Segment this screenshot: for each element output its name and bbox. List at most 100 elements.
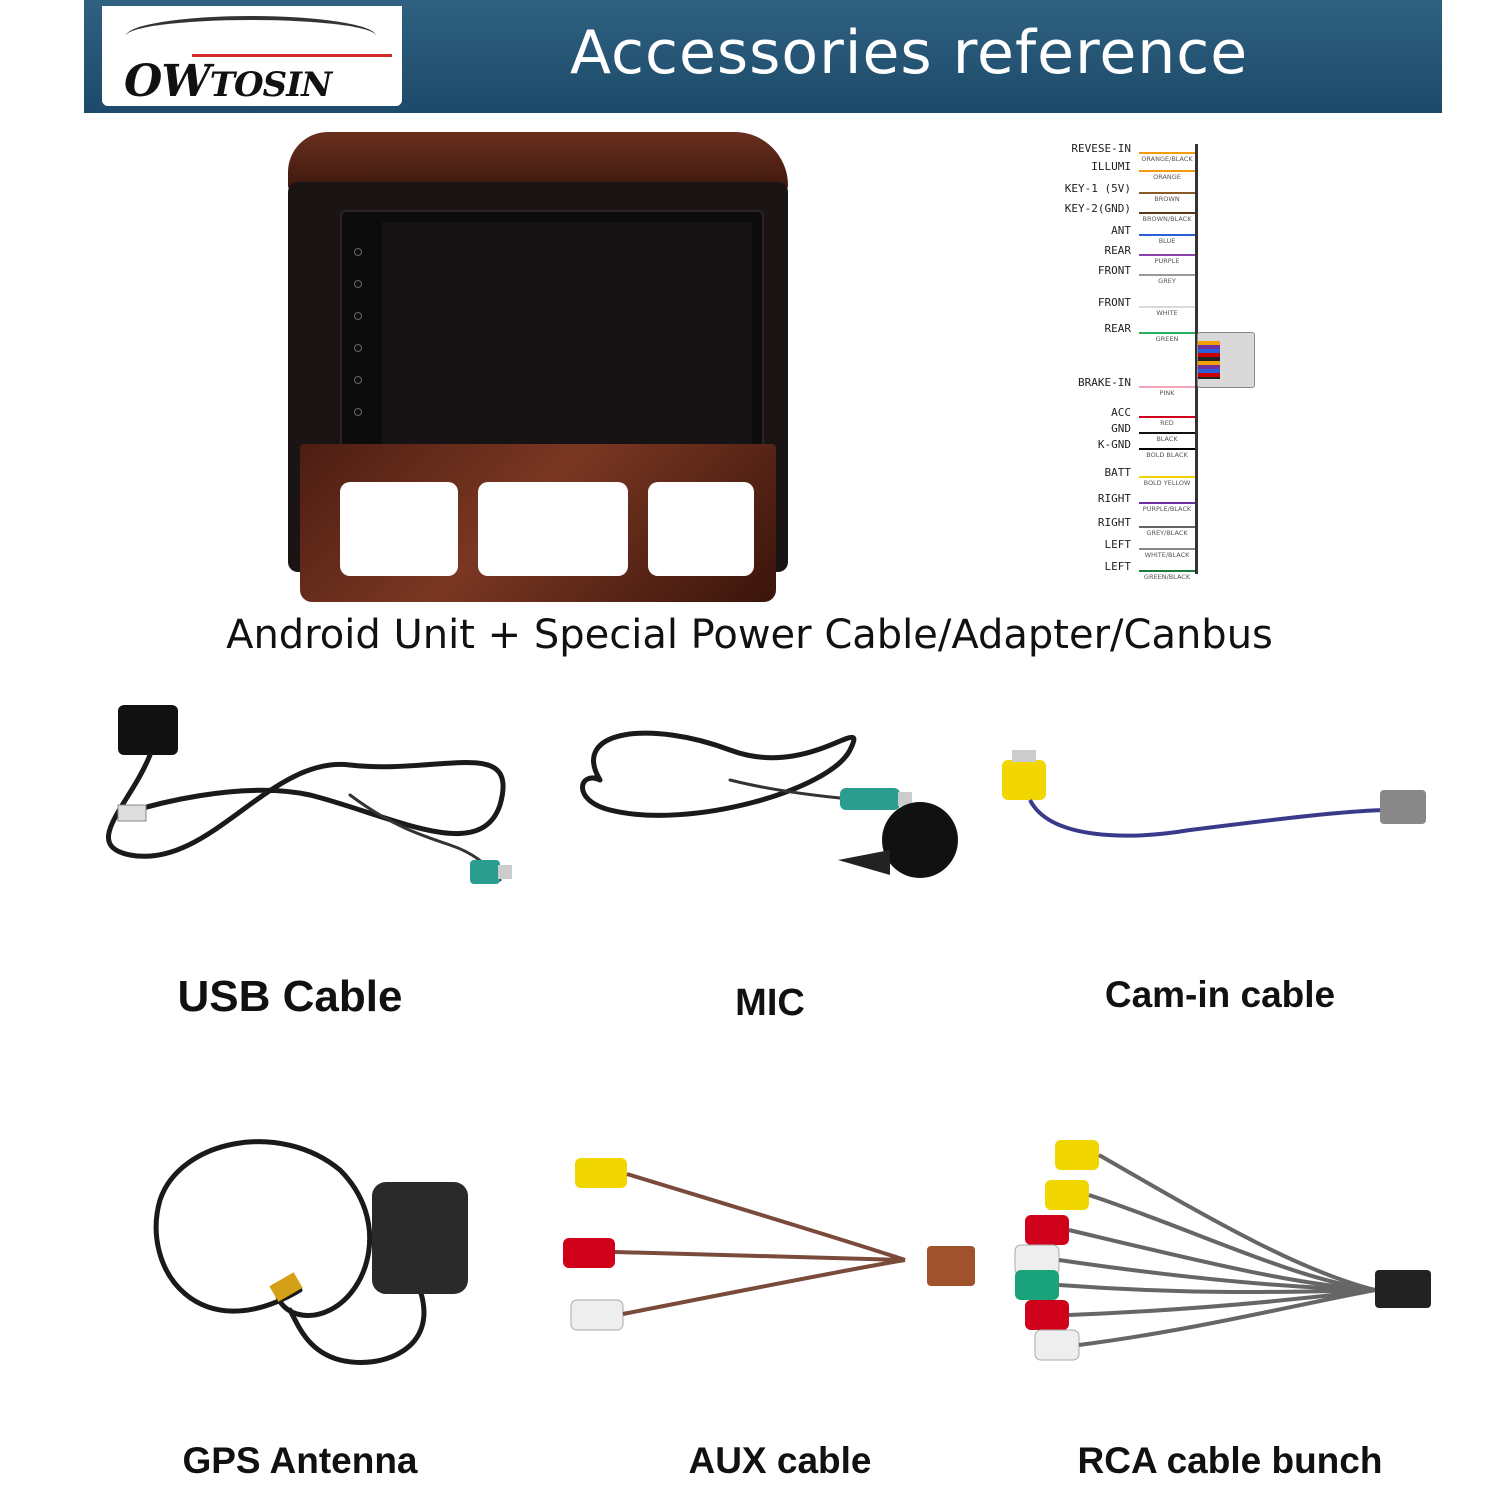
wire-label: ACC [1111,406,1131,419]
wire-label: RIGHT [1097,492,1131,505]
wire-line [1139,192,1195,194]
usb-small-connector [117,804,147,822]
usb-rca-plug [470,860,500,884]
caption-usb-cable: USB Cable [177,972,403,1021]
wire-label: REAR [1104,244,1132,257]
back-button-icon [354,312,362,320]
wire-label: FRONT [1097,264,1131,277]
caption-rca-cable-bunch: RCA cable bunch [1077,1440,1383,1481]
wire-line [1139,386,1195,388]
wire-color-name: GREY [1158,277,1176,285]
cam-plug-tip [1012,750,1036,762]
usb-cable-image [105,705,512,884]
caption-cam-in-cable: Cam-in cable [1104,974,1336,1015]
rca-red-plug-1 [1025,1215,1069,1245]
harness-connector [1197,332,1255,388]
power-button-icon [354,248,362,256]
cam-rca-plug [1002,760,1046,800]
gps-antenna-image [153,1139,468,1365]
cam-connector [1380,790,1426,824]
car-silhouette-icon [126,16,376,56]
wire-color-name: RED [1160,419,1174,427]
wire-color-name: PURPLE [1154,257,1180,265]
wire-label: REVESE-IN [1071,142,1131,155]
wire-color-name: WHITE [1156,309,1178,317]
connector-wires [1198,341,1220,379]
wire-color-name: BROWN/BLACK [1142,215,1192,223]
caption-gps-antenna: GPS Antenna [182,1440,418,1481]
wire-line [1139,254,1195,256]
aux-cable-image [563,1158,975,1331]
page-title: Accessories reference [570,18,1249,88]
android-head-unit [288,132,788,602]
wire-label: GND [1111,422,1131,435]
wire-label: LEFT [1104,538,1132,551]
aux-red-plug [563,1238,615,1268]
brand-logo: OWTOSIN [102,6,402,106]
wire-line [1139,548,1195,550]
vent-cutout-center [478,482,628,576]
mic-clip [838,850,890,875]
mic-image [580,730,958,878]
wire-label: ILLUMI [1091,160,1131,173]
rca-yellow-plug-1 [1055,1140,1099,1170]
usb-rca-tip [498,865,512,879]
aux-yellow-plug [575,1158,627,1188]
brand-wordmark: OWTOSIN [124,56,332,106]
wire-color-name: BOLD YELLOW [1143,479,1191,487]
wire-color-name: ORANGE/BLACK [1141,155,1193,163]
wire-label: BRAKE-IN [1078,376,1131,389]
wire-line [1139,332,1195,334]
rca-red-plug-2 [1025,1300,1069,1330]
wire-label: REAR [1104,322,1132,335]
wire-line [1139,274,1195,276]
wire-color-name: BOLD BLACK [1146,451,1188,459]
wire-bundle [1195,144,1198,574]
rca-connector [1375,1270,1431,1308]
gps-sma-connector [269,1272,303,1302]
rca-white-plug-2 [1034,1329,1080,1361]
volume-up-icon [354,344,362,352]
caption-aux-cable: AUX cable [688,1440,872,1481]
mic-rca-plug [840,788,900,810]
wire-label: KEY-2(GND) [1064,202,1131,215]
home-button-icon [354,280,362,288]
wire-line [1139,526,1195,528]
wire-line [1139,570,1195,572]
wire-color-name: GREEN [1155,335,1179,343]
wire-line [1139,234,1195,236]
gps-puck-icon [372,1182,468,1294]
mic-plug-tip [898,792,912,806]
rca-cable-bunch-image [1014,1140,1431,1361]
mic-foam-icon [882,802,958,878]
wire-line [1139,152,1195,154]
wire-line [1139,306,1195,308]
wire-label: LEFT [1104,560,1132,573]
rca-green-plug [1015,1270,1059,1300]
cam-in-cable-image [1002,750,1426,838]
wire-line [1139,416,1195,418]
mic-hole-icon [354,408,362,416]
wire-color-name: GREY/BLACK [1146,529,1188,537]
usb-plug-icon [118,705,178,755]
wire-color-name: ORANGE [1153,173,1181,181]
wire-color-name: GREEN/BLACK [1143,573,1191,581]
main-caption: Android Unit + Special Power Cable/Adapt… [226,612,1273,658]
aux-connector [927,1246,975,1286]
wire-label: ANT [1111,224,1131,237]
logo-underline [192,54,392,57]
caption-mic: MIC [735,982,805,1024]
wire-color-name: PURPLE/BLACK [1142,505,1192,513]
wire-line [1139,212,1195,214]
wire-color-name: WHITE/BLACK [1144,551,1190,559]
brand-sub: TOSIN [209,65,332,105]
vent-cutout-right [648,482,754,576]
volume-down-icon [354,376,362,384]
wire-line [1139,476,1195,478]
wire-line [1139,448,1195,450]
vent-cutout-left [340,482,458,576]
wire-color-name: PINK [1159,389,1175,397]
wire-color-name: BROWN [1154,195,1180,203]
wire-line [1139,170,1195,172]
